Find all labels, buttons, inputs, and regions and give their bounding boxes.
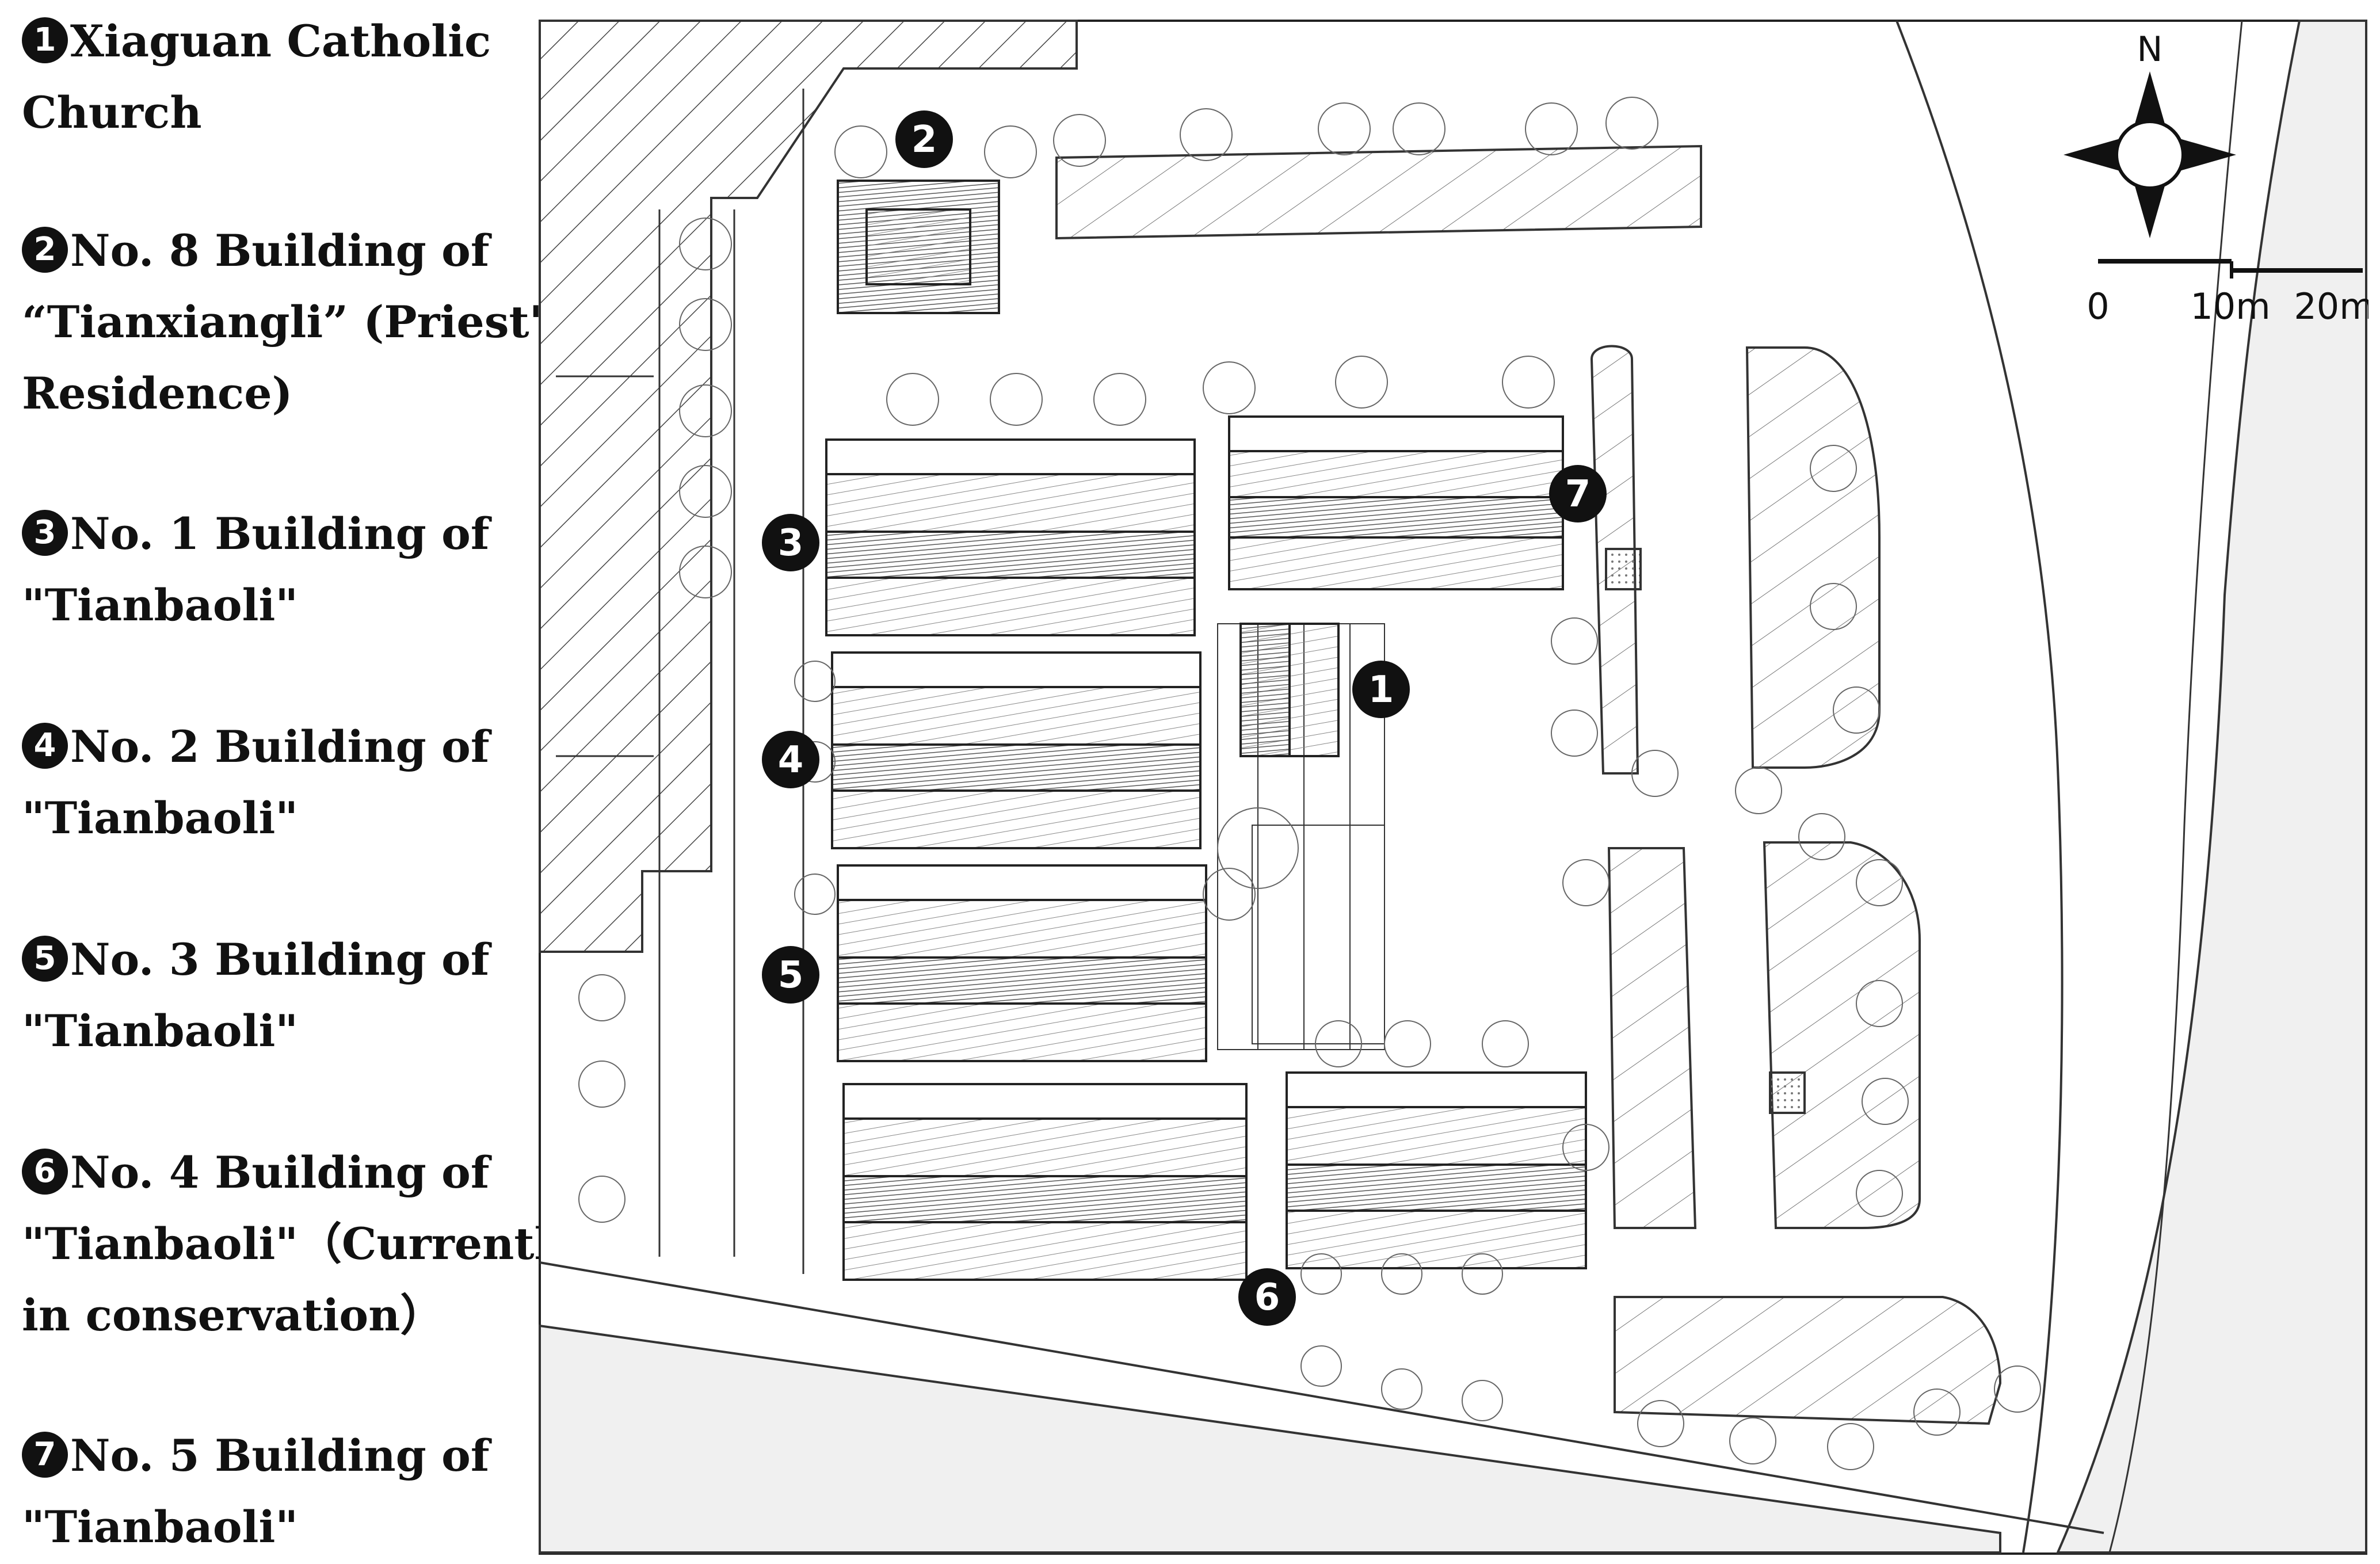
buildings-layer bbox=[825, 180, 1587, 1281]
legend-text: Residence) bbox=[22, 368, 293, 419]
map-frame bbox=[539, 20, 2367, 1555]
legend-number-badge: 1 bbox=[22, 17, 68, 63]
legend-number-badge: 2 bbox=[22, 227, 68, 273]
trees-layer bbox=[578, 97, 2041, 1470]
building-tianbaoli-4 bbox=[842, 1071, 1587, 1281]
scale-bar: 0 10m 20m bbox=[2087, 259, 2368, 327]
legend-number-badge: 7 bbox=[22, 1432, 68, 1478]
map-marker-4: 4 bbox=[762, 731, 819, 788]
map-marker-label: 2 bbox=[911, 119, 937, 161]
legend-text: No. 4 Building of bbox=[70, 1147, 490, 1198]
legend-text: "Tianbaoli" bbox=[22, 1005, 298, 1056]
legend-number-badge: 4 bbox=[22, 723, 68, 769]
adjacent-block-hatched bbox=[539, 20, 1078, 953]
legend-text: No. 2 Building of bbox=[70, 721, 490, 772]
map-marker-label: 3 bbox=[778, 522, 804, 564]
legend-text: No. 5 Building of bbox=[70, 1430, 490, 1481]
map-marker-label: 5 bbox=[778, 954, 804, 997]
map-marker-label: 7 bbox=[1565, 473, 1591, 516]
compass-north-label: N bbox=[2137, 29, 2163, 70]
legend-text: Xiaguan Catholic bbox=[70, 16, 491, 67]
legend-text: No. 3 Building of bbox=[70, 934, 490, 985]
map-marker-1: 1 bbox=[1352, 661, 1410, 718]
legend-text: "Tianbaoli" bbox=[22, 579, 298, 631]
map-marker-3: 3 bbox=[762, 514, 819, 571]
legend-text: in conservation） bbox=[22, 1290, 444, 1341]
map-markers: 1 2 3 4 5 6 7 bbox=[762, 110, 1607, 1326]
legend-text: Church bbox=[22, 87, 202, 138]
building-tianbaoli-5 bbox=[1228, 415, 1564, 590]
map-marker-label: 1 bbox=[1368, 669, 1394, 711]
legend-text: “Tianxiangli” (Priest's bbox=[22, 296, 567, 348]
legend-number-badge: 5 bbox=[22, 936, 68, 982]
building-tianbaoli-3 bbox=[837, 864, 1207, 1062]
legend-text: "Tianbaoli" bbox=[22, 1501, 298, 1552]
north-arrow-icon: N bbox=[2064, 29, 2236, 238]
lane-lines bbox=[556, 89, 804, 1274]
legend-text: No. 1 Building of bbox=[70, 508, 490, 559]
legend-number-badge: 6 bbox=[22, 1149, 68, 1195]
scale-label-0: 0 bbox=[2087, 285, 2109, 327]
scale-label-20m: 20m bbox=[2294, 285, 2368, 327]
map-marker-2: 2 bbox=[895, 110, 953, 168]
site-plan-map: 1 2 3 4 5 6 7 bbox=[539, 20, 2368, 1555]
legend-text: "Tianbaoli"（Currently bbox=[22, 1218, 577, 1269]
legend-text: No. 8 Building of bbox=[70, 225, 490, 276]
legend-text: "Tianbaoli" bbox=[22, 792, 298, 844]
legend-number-badge: 3 bbox=[22, 510, 68, 556]
building-tianbaoli-2 bbox=[831, 651, 1202, 849]
parking-lots bbox=[1055, 144, 2002, 1425]
map-marker-label: 6 bbox=[1254, 1276, 1280, 1319]
map-marker-6: 6 bbox=[1238, 1268, 1296, 1326]
roads-layer bbox=[539, 20, 2367, 1554]
map-marker-5: 5 bbox=[762, 946, 819, 1004]
building-tianbaoli-1 bbox=[825, 438, 1196, 636]
map-marker-7: 7 bbox=[1549, 465, 1607, 522]
map-marker-label: 4 bbox=[778, 739, 804, 781]
scale-label-10m: 10m bbox=[2190, 285, 2270, 327]
